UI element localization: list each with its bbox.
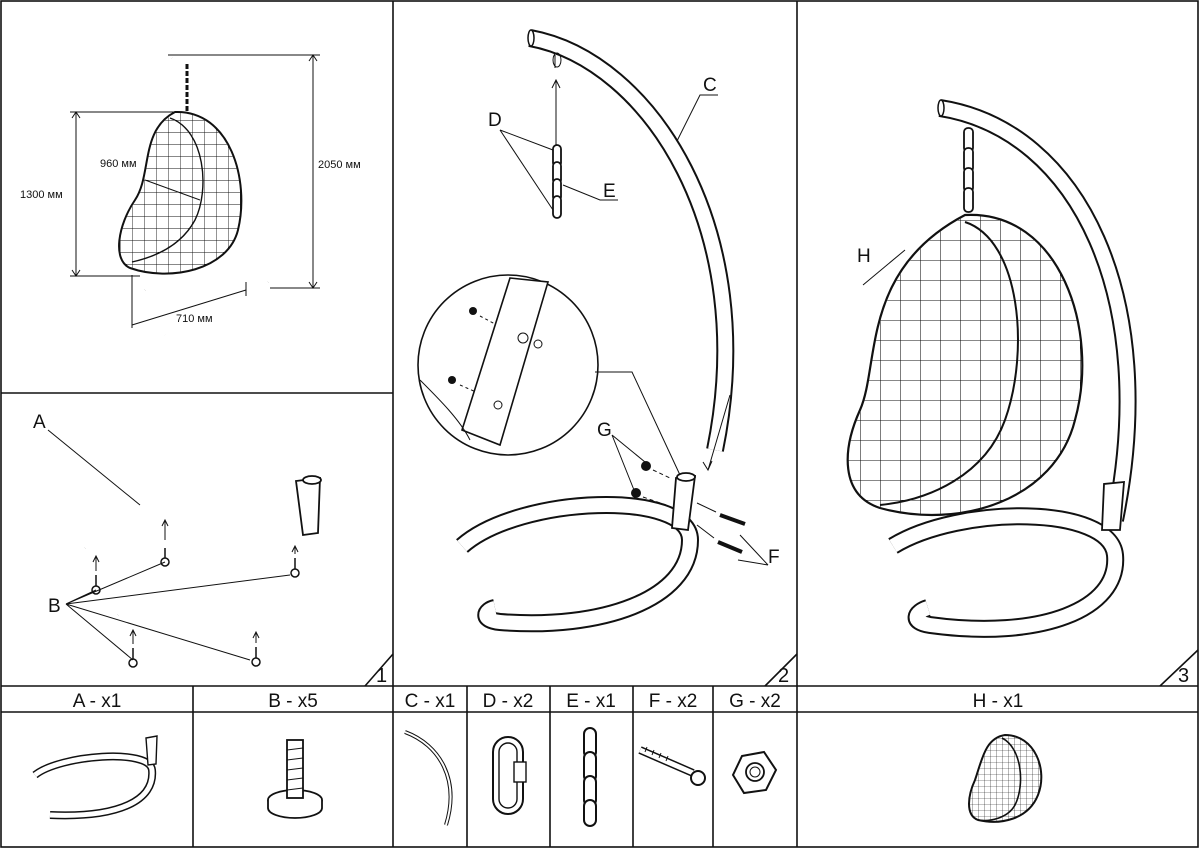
label-g-nuts: G <box>597 420 612 441</box>
part-e-chain-icon <box>583 727 597 827</box>
step-number-2: 2 <box>778 665 789 687</box>
panel-base-assembly <box>47 429 329 668</box>
dim-width-label: 960 мм <box>100 158 137 170</box>
part-f-eyebolt-icon <box>638 746 706 786</box>
dim-total-height-label: 2050 мм <box>318 159 361 171</box>
step-number-1: 1 <box>376 665 387 687</box>
label-b-feet: B <box>48 596 61 617</box>
label-a-base: A <box>33 412 46 433</box>
parts-table: A - x1 B - x5 C - x1 D - x2 E - x1 F - x… <box>73 691 1024 712</box>
part-header-g: G - x2 <box>729 691 781 712</box>
part-header-d: D - x2 <box>483 691 534 712</box>
label-e-chain: E <box>603 181 616 202</box>
part-header-a: A - x1 <box>73 691 122 712</box>
part-header-f: F - x2 <box>649 691 698 712</box>
part-g-nut-icon <box>731 750 778 795</box>
step-number-3: 3 <box>1178 665 1189 687</box>
part-header-c: C - x1 <box>405 691 456 712</box>
label-c-tube: C <box>703 75 717 96</box>
part-b-foot-icon <box>267 739 323 819</box>
panel-dimensions-drawing <box>70 54 320 338</box>
dim-base-label: 710 мм <box>176 313 213 325</box>
part-header-b: B - x5 <box>268 691 318 712</box>
part-header-e: E - x1 <box>566 691 616 712</box>
panel-complete-chair <box>846 99 1137 638</box>
part-a-base-icon <box>32 735 158 820</box>
part-header-h: H - x1 <box>973 691 1024 712</box>
part-d-carabiner-icon <box>492 736 527 815</box>
label-h-pod: H <box>857 246 871 267</box>
panel-stand-assembly <box>417 29 769 633</box>
label-d-carabiner: D <box>488 110 502 131</box>
dim-height-label: 1300 мм <box>20 189 63 201</box>
part-h-pod-icon <box>968 733 1043 823</box>
part-c-tube-icon <box>404 730 453 826</box>
label-f-bolts: F <box>768 547 780 568</box>
